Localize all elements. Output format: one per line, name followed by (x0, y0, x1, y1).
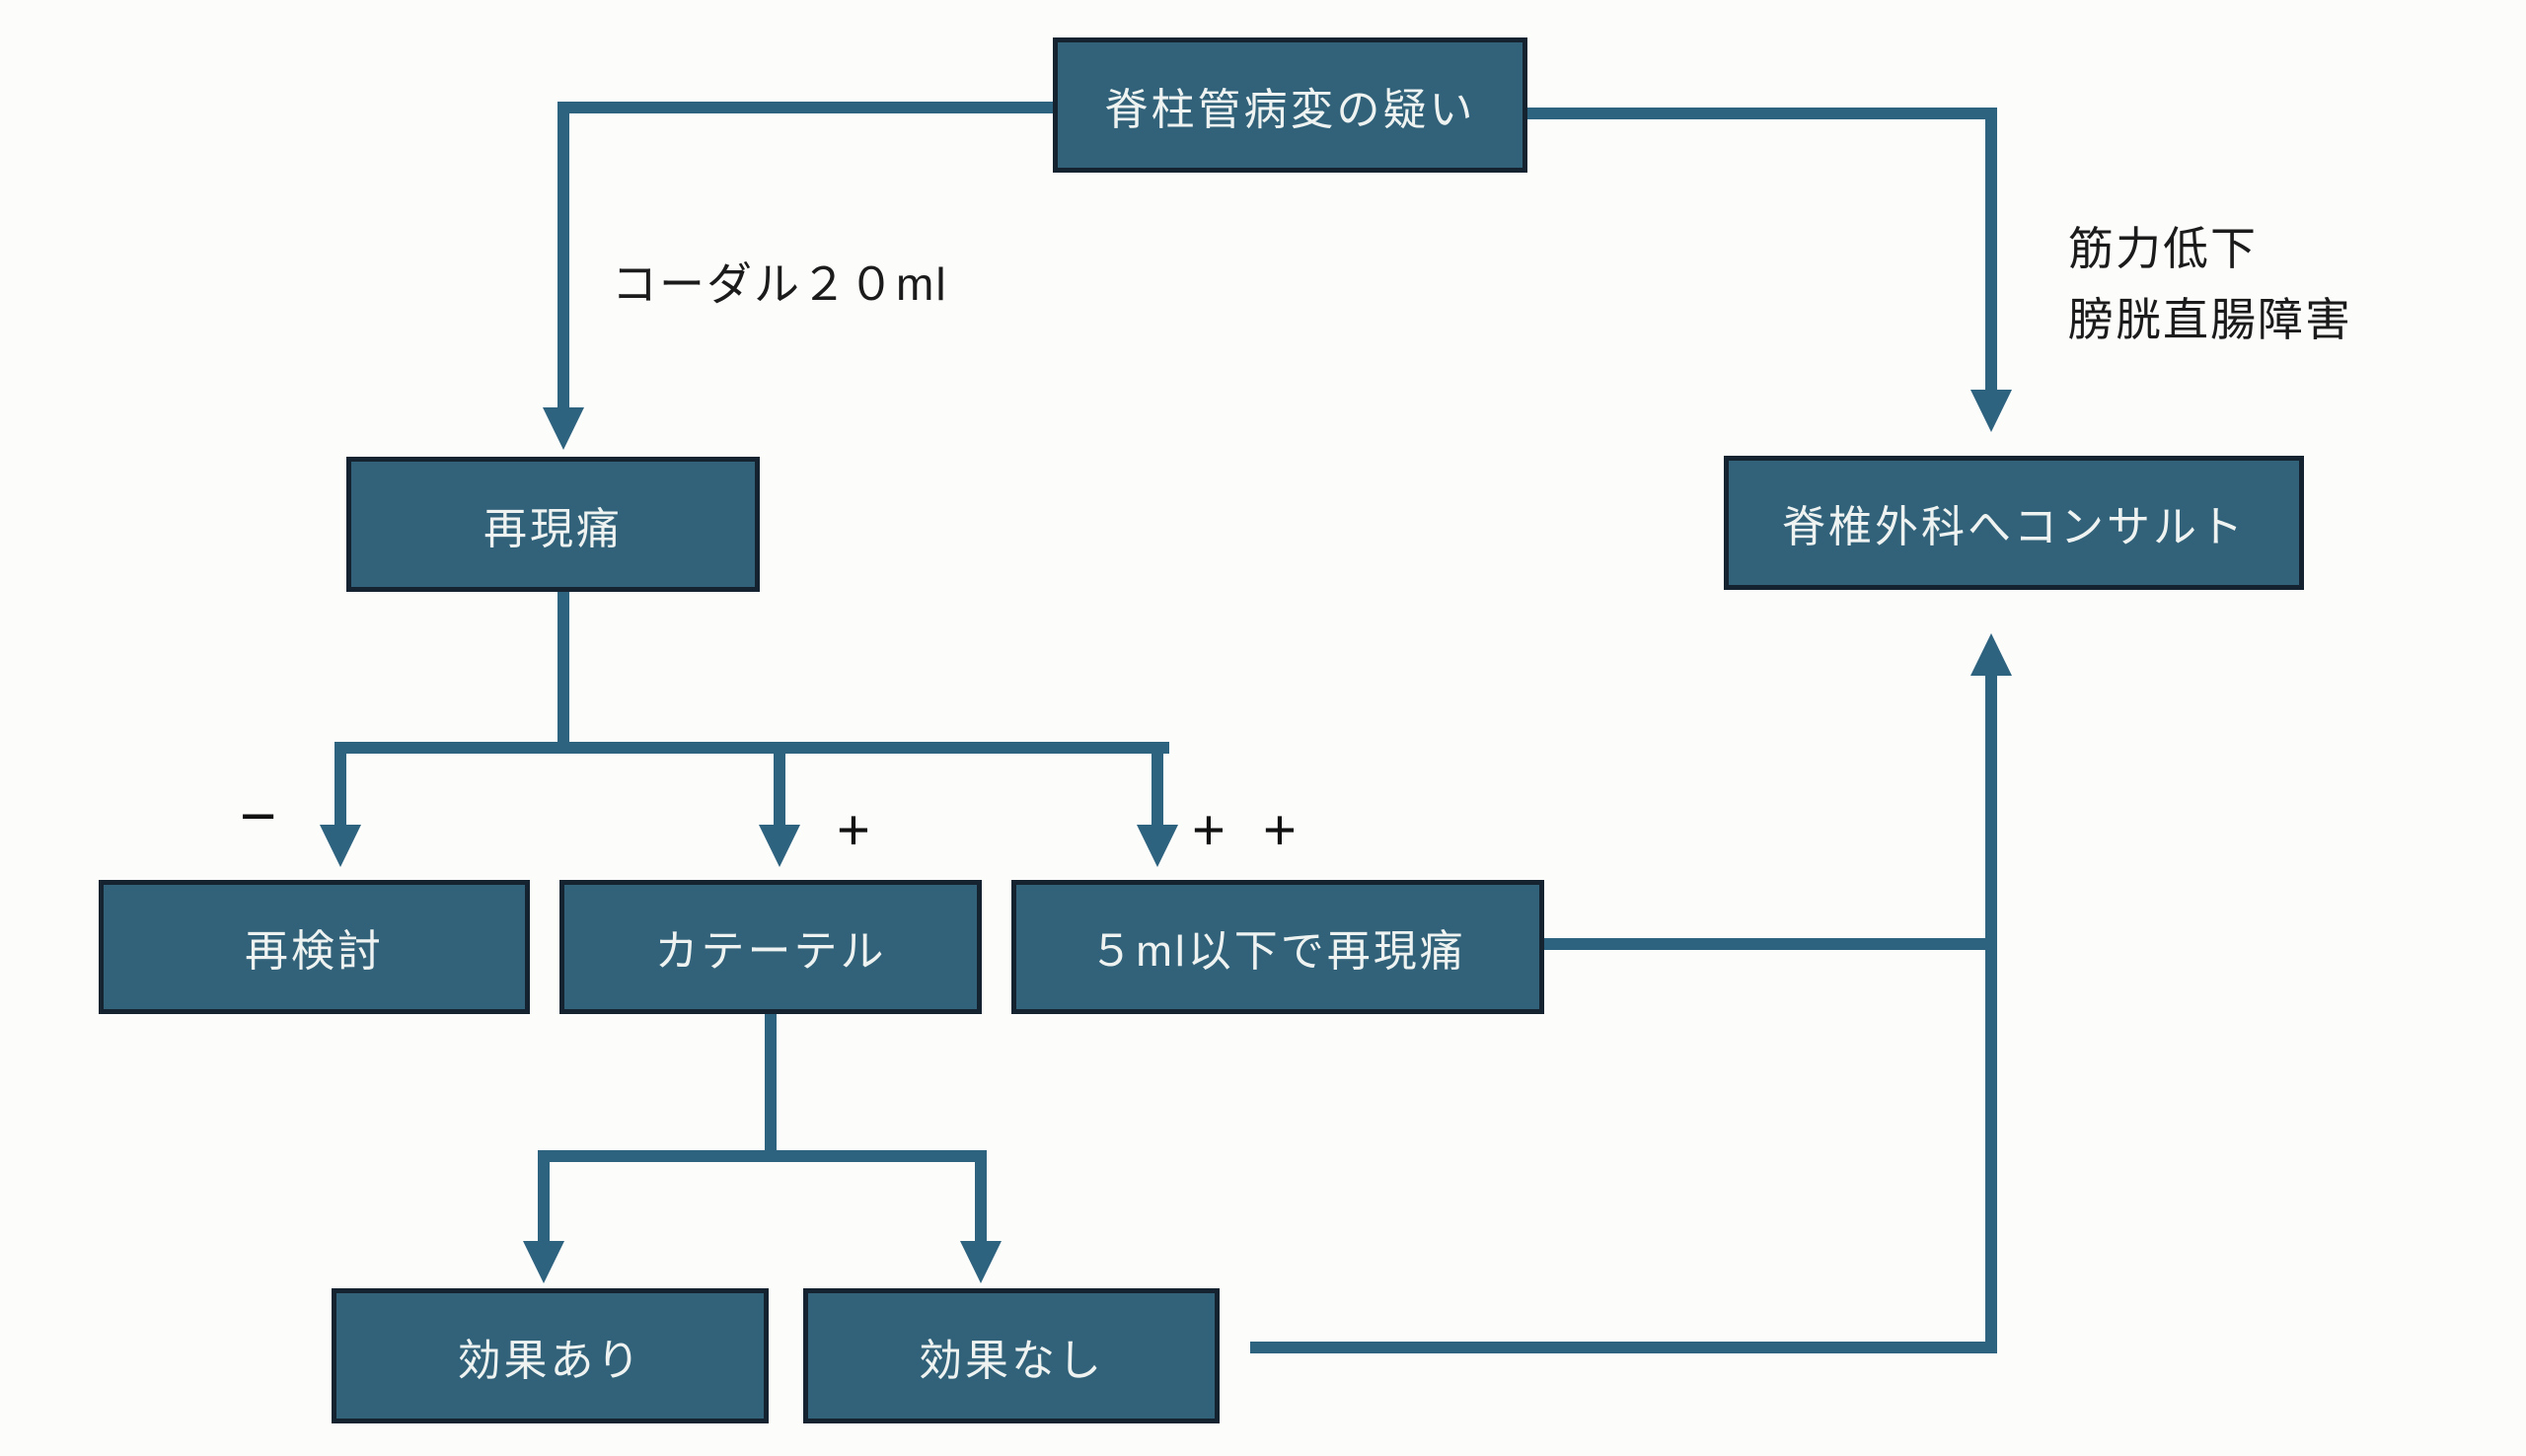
node-spinal-canal-suspicion: 脊柱管病変の疑い (1053, 37, 1527, 173)
connector-topright-vertical (1985, 108, 1997, 390)
node-reproduced-pain: 再現痛 (346, 457, 760, 592)
connector-topleft-horizontal (563, 102, 1053, 113)
label-double-plus-sign: + + (1192, 798, 1297, 862)
label-caudal-20ml: コーダル２０ml (612, 258, 948, 310)
connector-5ml-to-vertical (1544, 938, 1991, 950)
label-muscle-weakness-line: 筋力低下 (2068, 223, 2258, 274)
branch-horizontal (334, 742, 1169, 754)
arrowhead-to-reproduced-pain (543, 407, 584, 450)
node-reconsider: 再検討 (99, 880, 530, 1014)
branch-middle-vertical (774, 742, 785, 827)
label-bladder-rectal-line: 膀胱直腸障害 (2068, 294, 2352, 345)
connector-topleft-vertical (557, 102, 569, 407)
branch-right-vertical (1152, 742, 1163, 827)
arrowhead-up-to-consult (1970, 633, 2012, 676)
arrowhead-to-effective (523, 1241, 564, 1283)
arrowhead-to-consult (1970, 390, 2012, 432)
catheter-branch-horizontal (538, 1150, 987, 1162)
label-plus-sign: + (837, 798, 870, 862)
node-not-effective: 効果なし (803, 1288, 1220, 1423)
connector-riser-vertical (1985, 675, 1997, 1353)
catheter-branch-left-vertical (538, 1150, 550, 1243)
label-minus-sign: − (240, 780, 277, 851)
node-catheter: カテーテル (559, 880, 982, 1014)
arrowhead-to-5ml-box (1137, 825, 1178, 867)
arrowhead-to-not-effective (960, 1241, 1002, 1283)
catheter-branch-right-vertical (975, 1150, 987, 1243)
label-muscle-weakness-bladder: 筋力低下 膀胱直腸障害 (2068, 213, 2352, 355)
arrowhead-to-reconsider (320, 825, 361, 867)
branch-left-vertical (334, 742, 346, 827)
node-pain-at-5ml-or-less: ５ml以下で再現痛 (1011, 880, 1544, 1014)
branch-stub-from-reproduced-pain (557, 590, 569, 753)
connector-topright-horizontal (1527, 108, 1997, 119)
node-effective: 効果あり (332, 1288, 769, 1423)
arrowhead-to-catheter (759, 825, 800, 867)
catheter-stub-vertical (765, 1012, 777, 1162)
connector-noteffective-horizontal (1250, 1342, 1997, 1353)
node-consult-spine-surgery: 脊椎外科へコンサルト (1724, 456, 2304, 590)
